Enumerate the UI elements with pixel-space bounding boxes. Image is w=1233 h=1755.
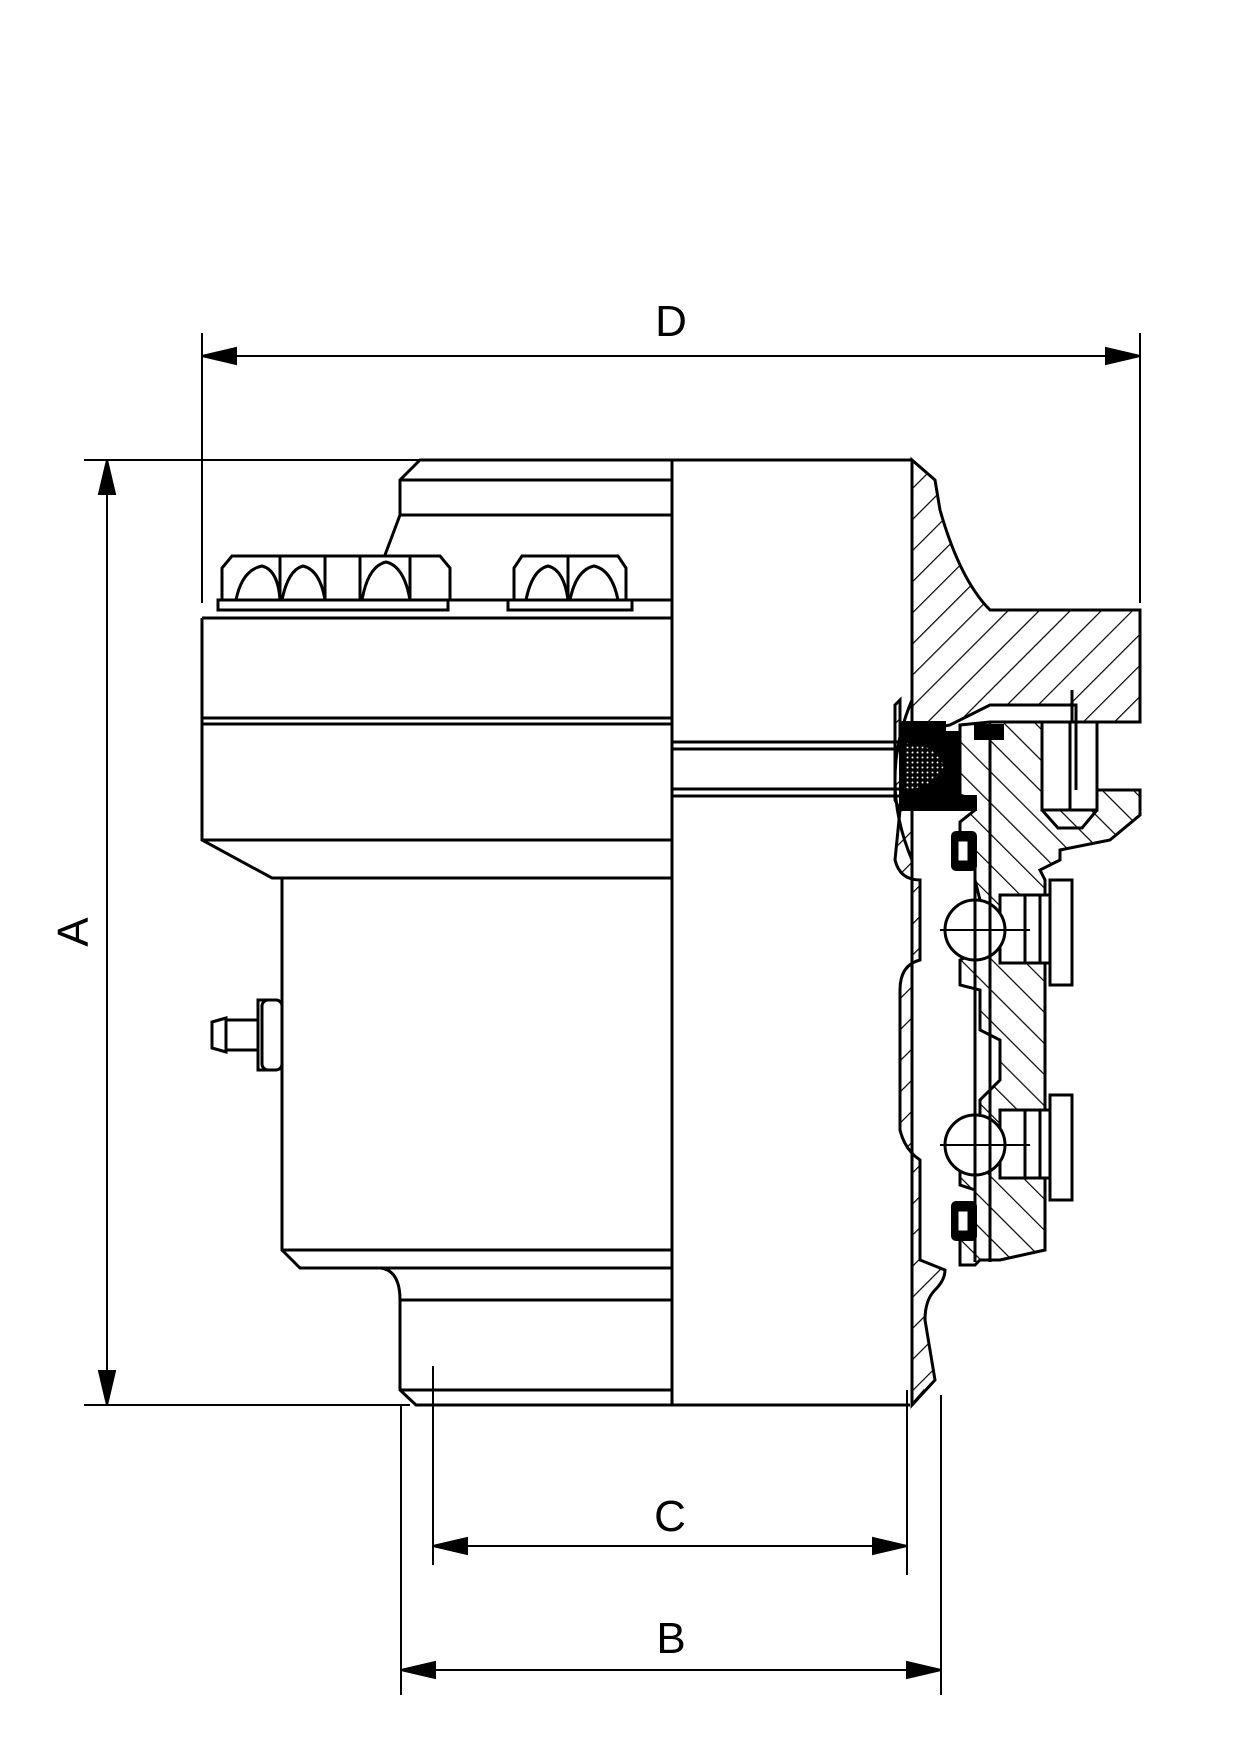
bolt-left xyxy=(216,554,452,612)
dimension-b: B xyxy=(400,1395,942,1695)
upper-body-outline xyxy=(200,618,672,880)
arrowhead-d-left xyxy=(201,346,237,366)
section-view xyxy=(672,456,1142,1409)
bolt-washer-right xyxy=(506,598,634,612)
top-collar-outline xyxy=(383,458,672,556)
arrowhead-c-right xyxy=(872,1536,908,1556)
arrowhead-b-left xyxy=(400,1660,436,1680)
grease-nipple-tip xyxy=(210,1016,228,1054)
set-screw-tip xyxy=(1040,809,1099,830)
bolt-head-arc xyxy=(360,560,412,601)
bolt-head-left xyxy=(220,554,452,602)
bolt-head-arc xyxy=(568,564,620,601)
section-bottom-chamfer xyxy=(910,1389,927,1406)
grease-nipple xyxy=(210,998,284,1072)
o-ring-lower-inner xyxy=(955,1208,971,1234)
dimension-d: D xyxy=(201,297,1141,603)
arrowhead-d-right xyxy=(1105,346,1141,366)
housing-section xyxy=(893,456,1142,1409)
seal-ring-dotted xyxy=(904,740,947,792)
arrowhead-a-bottom xyxy=(97,1370,117,1406)
dimension-label-a: A xyxy=(49,917,98,947)
exterior-view xyxy=(200,458,910,1407)
lower-body-outline xyxy=(280,878,672,1270)
dimension-label-c: C xyxy=(654,1492,686,1541)
detent-lower-cap xyxy=(1048,1093,1074,1202)
arrowhead-b-right xyxy=(906,1660,942,1680)
bolt-right xyxy=(506,554,634,612)
bolt-head-arc xyxy=(280,564,327,601)
bolt-washer-left xyxy=(216,598,450,612)
dimension-a: A xyxy=(49,459,420,1406)
arrowhead-c-left xyxy=(432,1536,468,1556)
grease-nipple-body xyxy=(224,1018,260,1052)
bolt-head-arc xyxy=(524,564,570,601)
grease-nipple-hex xyxy=(260,998,284,1072)
detent-upper-cap xyxy=(1048,878,1074,987)
dimension-label-d: D xyxy=(655,297,687,346)
o-ring-upper-inner xyxy=(955,838,971,864)
seal-small-lower xyxy=(945,795,977,811)
arrowhead-a-top xyxy=(97,459,117,495)
bolt-head-arc xyxy=(234,564,282,601)
dimension-c: C xyxy=(432,1366,908,1575)
bottom-spigot-outline xyxy=(379,1266,910,1407)
dimension-label-b: B xyxy=(656,1614,685,1663)
housing-inner-edge xyxy=(893,460,914,1405)
